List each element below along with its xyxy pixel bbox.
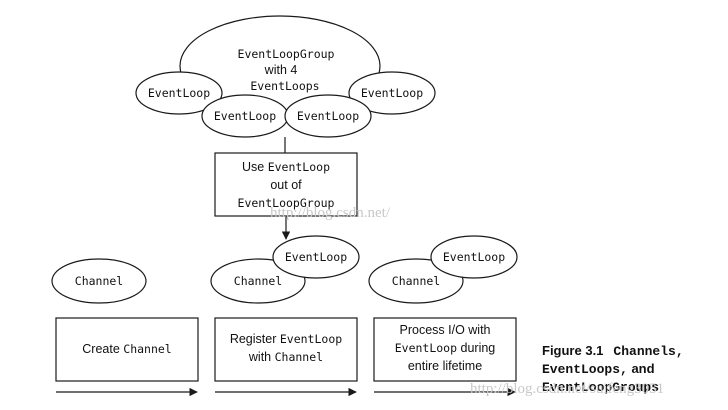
group-eventloop-1-label: EventLoop [148, 86, 210, 100]
group-eventloop-3 [284, 94, 372, 138]
step-3-line2: EventLoop during [395, 341, 496, 355]
use-box-line3: EventLoopGroup [238, 196, 335, 210]
channel-3-eventloop-ellipse [430, 235, 518, 279]
step-2-line1: Register EventLoop [230, 332, 342, 346]
group-eventloop-3-label: EventLoop [297, 109, 359, 123]
step-3-line3: entire lifetime [408, 359, 482, 373]
group-eventloop-1 [135, 71, 223, 115]
use-box-line1: Use EventLoop [242, 160, 330, 174]
step-2-rect [214, 317, 358, 382]
group-title: EventLoopGroup [238, 47, 335, 61]
use-box-line2: out of [270, 178, 302, 192]
watermark-mid: http://blog.csdn.net/ [270, 205, 391, 221]
channel-3-eventloop-label: EventLoop [443, 250, 505, 264]
channel-group-2: EventLoop Channel [210, 235, 360, 304]
eventloop-group: EventLoopGroup with 4 EventLoops EventLo… [135, 15, 436, 138]
group-subtitle: with 4 [264, 63, 298, 77]
step-3-line1: Process I/O with [400, 323, 491, 337]
channel-group-1: Channel [51, 258, 147, 304]
step-1: Create Channel [55, 317, 199, 382]
channel-2-eventloop-label: EventLoop [285, 250, 347, 264]
group-subtitle-loops: EventLoops [250, 79, 319, 93]
step-2-line2: with Channel [248, 350, 323, 364]
step-3-rect [373, 317, 517, 382]
group-eventloop-2-label: EventLoop [214, 109, 276, 123]
step-3: Process I/O with EventLoop during entire… [373, 317, 517, 382]
channel-2-label: Channel [234, 274, 282, 288]
use-eventloop-box: Use EventLoop out of EventLoopGroup [214, 152, 358, 217]
group-eventloop-4 [348, 71, 436, 115]
step-1-rect [55, 317, 199, 382]
channel-group-3: EventLoop Channel [368, 235, 518, 304]
watermark-bottom: http://blog.csdn.net/suifeng3051 [470, 381, 664, 397]
channel-1-ellipse [51, 258, 147, 304]
channel-1-label: Channel [75, 274, 123, 288]
step-1-text: Create Channel [82, 342, 171, 356]
channel-2-eventloop-ellipse [272, 235, 360, 279]
step-2: Register EventLoop with Channel [214, 317, 358, 382]
caption-line3: EventLoopGroups [542, 380, 659, 395]
caption-line2: EventLoops, and [542, 361, 655, 377]
channel-3-label: Channel [392, 274, 440, 288]
group-eventloop-4-label: EventLoop [361, 86, 423, 100]
